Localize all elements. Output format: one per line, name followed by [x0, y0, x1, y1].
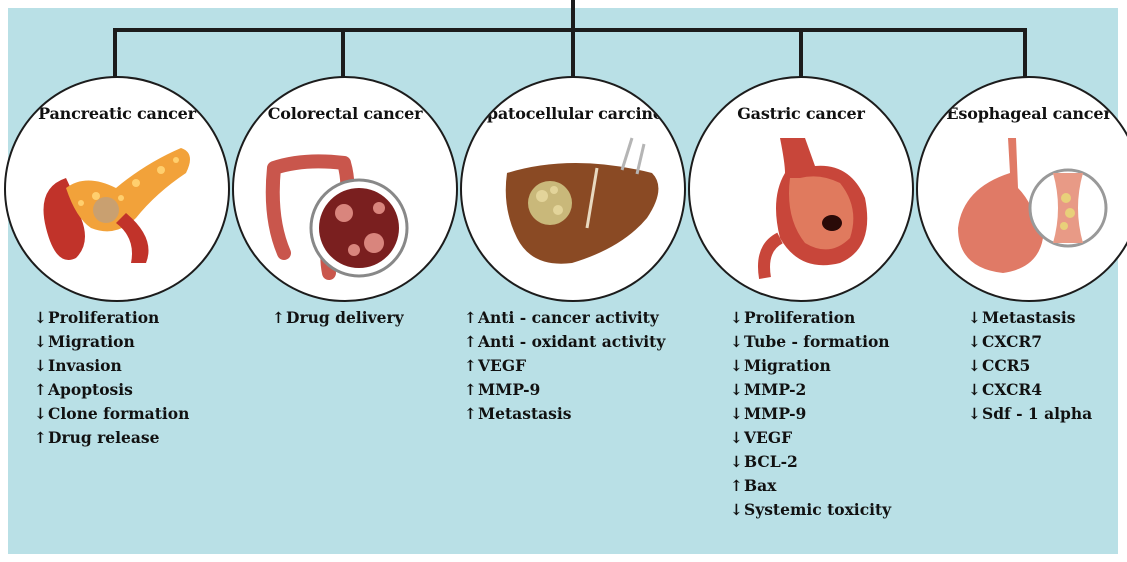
esophageal-cancer-node: Esophageal cancer — [916, 76, 1127, 302]
pancreatic-effects-list: ↓Proliferation↓Migration↓Invasion↑Apopto… — [34, 306, 189, 450]
effect-label: Tube - formation — [744, 332, 890, 351]
down-arrow-icon: ↓ — [730, 354, 744, 378]
down-arrow-icon: ↓ — [34, 354, 48, 378]
effect-label: Bax — [744, 476, 776, 495]
cancer-title: Esophageal cancer — [918, 104, 1127, 123]
effect-label: MMP-9 — [478, 380, 540, 399]
effect-item: ↓Tube - formation — [730, 330, 891, 354]
effect-label: Anti - cancer activity — [478, 308, 659, 327]
effect-label: VEGF — [478, 356, 526, 375]
effect-item: ↑MMP-9 — [464, 378, 665, 402]
down-arrow-icon: ↓ — [730, 402, 744, 426]
effect-item: ↑VEGF — [464, 354, 665, 378]
down-arrow-icon: ↓ — [34, 330, 48, 354]
effect-label: MMP-2 — [744, 380, 806, 399]
effect-label: Proliferation — [744, 308, 855, 327]
gastric-effects-list: ↓Proliferation↓Tube - formation↓Migratio… — [730, 306, 891, 522]
down-arrow-icon: ↓ — [968, 402, 982, 426]
up-arrow-icon: ↑ — [730, 474, 744, 498]
effect-label: Proliferation — [48, 308, 159, 327]
effect-label: CXCR4 — [982, 380, 1042, 399]
effect-label: Metastasis — [982, 308, 1076, 327]
down-arrow-icon: ↓ — [730, 450, 744, 474]
colorectal-cancer-node: Colorectal cancer — [232, 76, 458, 302]
effect-item: ↑Drug release — [34, 426, 189, 450]
effect-label: Drug release — [48, 428, 160, 447]
up-arrow-icon: ↑ — [464, 354, 478, 378]
cancer-title: Colorectal cancer — [234, 104, 456, 123]
colorectal-effects-list: ↑Drug delivery — [272, 306, 404, 330]
effect-item: ↑Anti - cancer activity — [464, 306, 665, 330]
effect-item: ↓Migration — [34, 330, 189, 354]
effect-label: CCR5 — [982, 356, 1030, 375]
effect-item: ↓Systemic toxicity — [730, 498, 891, 522]
esophageal-effects-list: ↓Metastasis↓CXCR7↓CCR5↓CXCR4↓Sdf - 1 alp… — [968, 306, 1092, 426]
down-arrow-icon: ↓ — [968, 330, 982, 354]
effect-item: ↓CXCR7 — [968, 330, 1092, 354]
effect-label: Apoptosis — [48, 380, 133, 399]
cancer-title: Gastric cancer — [690, 104, 912, 123]
effect-label: Invasion — [48, 356, 122, 375]
effect-item: ↑Apoptosis — [34, 378, 189, 402]
effect-item: ↑Metastasis — [464, 402, 665, 426]
cancer-title: Pancreatic cancer — [6, 104, 228, 123]
effect-item: ↓Metastasis — [968, 306, 1092, 330]
up-arrow-icon: ↑ — [464, 330, 478, 354]
effect-item: ↓CCR5 — [968, 354, 1092, 378]
effect-item: ↓CXCR4 — [968, 378, 1092, 402]
gastric-cancer-node: Gastric cancer — [688, 76, 914, 302]
down-arrow-icon: ↓ — [730, 426, 744, 450]
cancer-title: Hepatocellular carcinoma — [462, 104, 684, 123]
down-arrow-icon: ↓ — [34, 306, 48, 330]
effect-item: ↓Invasion — [34, 354, 189, 378]
effect-label: Clone formation — [48, 404, 189, 423]
effect-item: ↓Clone formation — [34, 402, 189, 426]
up-arrow-icon: ↑ — [34, 378, 48, 402]
effect-label: Migration — [744, 356, 831, 375]
effect-label: Drug delivery — [286, 308, 404, 327]
effect-label: BCL-2 — [744, 452, 798, 471]
effect-label: Systemic toxicity — [744, 500, 891, 519]
down-arrow-icon: ↓ — [730, 306, 744, 330]
up-arrow-icon: ↑ — [464, 378, 478, 402]
effect-item: ↑Anti - oxidant activity — [464, 330, 665, 354]
effect-item: ↓BCL-2 — [730, 450, 891, 474]
down-arrow-icon: ↓ — [968, 306, 982, 330]
hepatocellular-carcinoma-node: Hepatocellular carcinoma — [460, 76, 686, 302]
effect-item: ↓MMP-9 — [730, 402, 891, 426]
effect-label: CXCR7 — [982, 332, 1042, 351]
up-arrow-icon: ↑ — [464, 402, 478, 426]
up-arrow-icon: ↑ — [464, 306, 478, 330]
effect-item: ↓Migration — [730, 354, 891, 378]
up-arrow-icon: ↑ — [272, 306, 286, 330]
effect-label: MMP-9 — [744, 404, 806, 423]
up-arrow-icon: ↑ — [34, 426, 48, 450]
effect-item: ↑Drug delivery — [272, 306, 404, 330]
effect-item: ↓Sdf - 1 alpha — [968, 402, 1092, 426]
effect-label: Metastasis — [478, 404, 572, 423]
down-arrow-icon: ↓ — [730, 330, 744, 354]
effect-item: ↑Bax — [730, 474, 891, 498]
effect-item: ↓VEGF — [730, 426, 891, 450]
effect-label: Sdf - 1 alpha — [982, 404, 1092, 423]
effect-item: ↓MMP-2 — [730, 378, 891, 402]
pancreatic-cancer-node: Pancreatic cancer — [4, 76, 230, 302]
down-arrow-icon: ↓ — [968, 378, 982, 402]
effect-label: Migration — [48, 332, 135, 351]
hepatocellular-effects-list: ↑Anti - cancer activity↑Anti - oxidant a… — [464, 306, 665, 426]
down-arrow-icon: ↓ — [730, 498, 744, 522]
effect-item: ↓Proliferation — [34, 306, 189, 330]
effect-label: VEGF — [744, 428, 792, 447]
down-arrow-icon: ↓ — [730, 378, 744, 402]
effect-item: ↓Proliferation — [730, 306, 891, 330]
down-arrow-icon: ↓ — [34, 402, 48, 426]
down-arrow-icon: ↓ — [968, 354, 982, 378]
effect-label: Anti - oxidant activity — [478, 332, 665, 351]
